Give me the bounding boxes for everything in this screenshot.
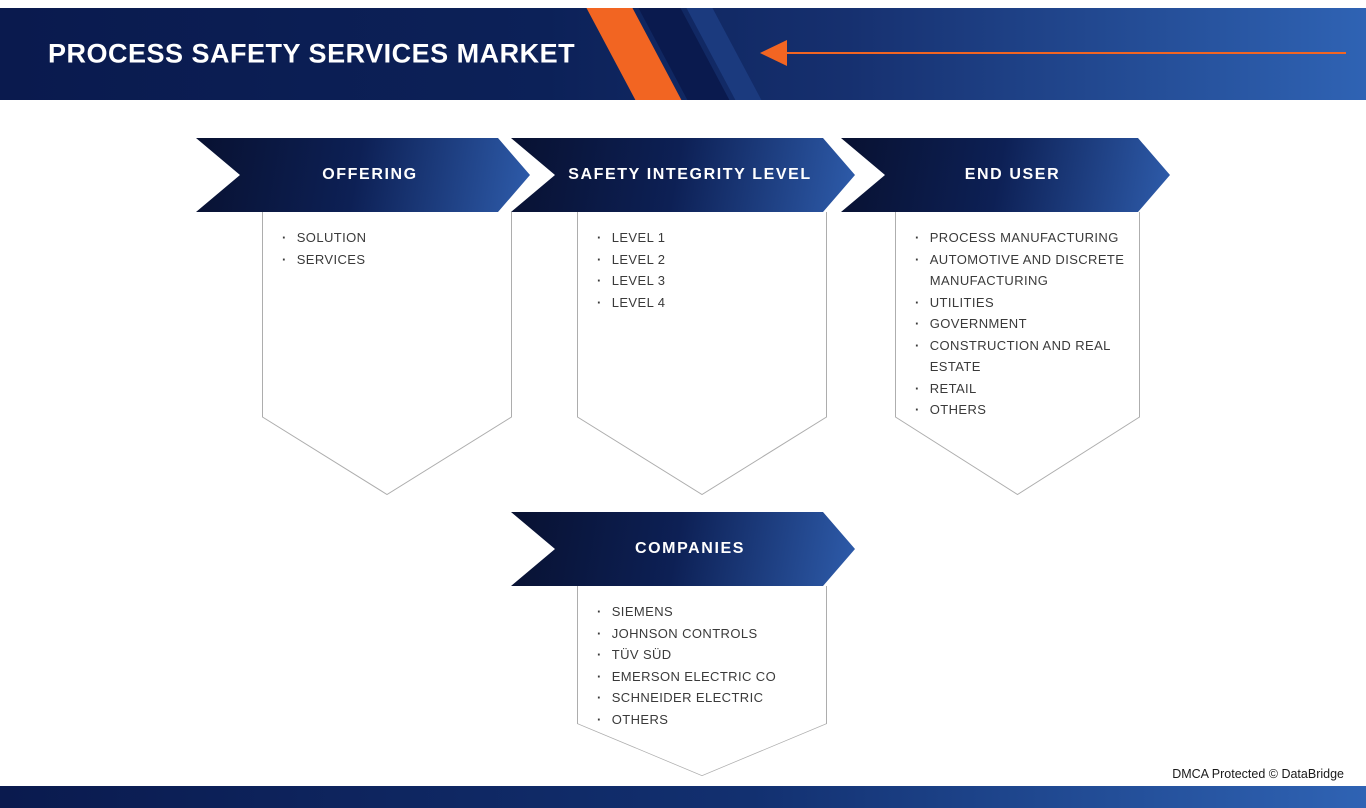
list-item: · EMERSON ELECTRIC CO <box>597 666 815 688</box>
end-user-ribbon: END USER <box>841 138 1170 212</box>
list-item-label: SIEMENS <box>611 604 674 619</box>
list-item: · AUTOMOTIVE AND DISCRETE MANUFACTURING <box>915 249 1128 292</box>
safety-integrity-level-items: · LEVEL 1 · LEVEL 2 · LEVEL 3 · LEVEL 4 <box>577 212 827 313</box>
list-item-label: RETAIL <box>929 380 977 396</box>
list-item-label: GOVERNMENT <box>929 316 1027 331</box>
companies-items: · SIEMENS · JOHNSON CONTROLS · TÜV SÜD · EMERSO… <box>577 586 827 730</box>
safety-integrity-level-listbox: · LEVEL 1 · LEVEL 2 · LEVEL 3 · LEVEL 4 <box>577 212 827 495</box>
list-item: · CONSTRUCTION AND REAL ESTATE <box>915 335 1128 378</box>
list-item: · JOHNSON CONTROLS <box>597 623 815 645</box>
list-item: · LEVEL 3 <box>597 270 815 292</box>
pentagon-outline-icon <box>577 586 827 776</box>
list-item: · SIEMENS <box>597 601 815 623</box>
list-item-label: EMERSON ELECTRIC CO <box>611 668 777 684</box>
list-item: · SERVICES <box>282 249 500 271</box>
bullet-icon: · <box>597 711 602 727</box>
end-user-items: · PROCESS MANUFACTURING · AUTOMOTIVE AND DI… <box>895 212 1140 421</box>
bullet-icon: · <box>915 230 920 245</box>
page-title: PROCESS SAFETY SERVICES MARKET <box>48 38 576 69</box>
left-arrow-icon <box>760 40 787 66</box>
list-item-label: OTHERS <box>611 711 669 727</box>
safety-integrity-level-ribbon: SAFETY INTEGRITY LEVEL <box>511 138 855 212</box>
section-title: END USER <box>964 166 1061 183</box>
list-item-label: SOLUTION <box>296 230 367 245</box>
bullet-icon: · <box>282 251 287 267</box>
offering-ribbon: OFFERING <box>196 138 530 212</box>
offering-listbox: · SOLUTION · SERVICES <box>262 212 512 495</box>
bullet-icon: · <box>915 316 920 331</box>
bullet-icon: · <box>915 402 920 417</box>
list-item-label: PROCESS MANUFACTURING <box>929 230 1119 245</box>
list-item: · OTHERS <box>597 709 815 731</box>
list-item: · LEVEL 2 <box>597 249 815 271</box>
arrow-line-icon <box>787 52 1346 54</box>
list-item-label: SERVICES <box>296 251 366 267</box>
list-item-label: LEVEL 4 <box>611 294 666 310</box>
list-item-label: JOHNSON CONTROLS <box>611 625 758 641</box>
bullet-icon: · <box>597 251 602 267</box>
offering-items: · SOLUTION · SERVICES <box>262 212 512 270</box>
bullet-icon: · <box>282 230 287 245</box>
list-item: · LEVEL 4 <box>597 292 815 314</box>
bullet-icon: · <box>915 380 920 396</box>
bullet-icon: · <box>597 294 602 310</box>
footer-bar <box>0 786 1366 808</box>
bullet-icon: · <box>597 604 602 619</box>
list-item-label: LEVEL 2 <box>611 251 666 267</box>
list-item: · GOVERNMENT <box>915 313 1128 335</box>
pentagon-outline-icon <box>262 212 512 495</box>
bullet-icon: · <box>915 294 920 310</box>
list-item: · UTILITIES <box>915 292 1128 314</box>
pentagon-outline-icon <box>895 212 1140 495</box>
list-item: · PROCESS MANUFACTURING <box>915 227 1128 249</box>
bullet-icon: · <box>597 668 602 684</box>
list-item: · OTHERS <box>915 399 1128 421</box>
list-item-label: LEVEL 1 <box>611 230 666 245</box>
bullet-icon: · <box>915 251 920 267</box>
section-title: COMPANIES <box>634 540 746 557</box>
end-user-listbox: · PROCESS MANUFACTURING · AUTOMOTIVE AND DI… <box>895 212 1140 495</box>
bullet-icon: · <box>597 230 602 245</box>
list-item-label: AUTOMOTIVE AND DISCRETE MANUFACTURING <box>929 251 1125 289</box>
list-item-label: LEVEL 3 <box>611 273 666 288</box>
bullet-icon: · <box>915 337 920 353</box>
companies-listbox: · SIEMENS · JOHNSON CONTROLS · TÜV SÜD · EMERSO… <box>577 586 827 776</box>
companies-ribbon: COMPANIES <box>511 512 855 586</box>
list-item-label: TÜV SÜD <box>611 647 672 662</box>
list-item-label: UTILITIES <box>929 294 995 310</box>
bullet-icon: · <box>597 690 602 705</box>
list-item: · RETAIL <box>915 378 1128 400</box>
list-item-label: SCHNEIDER ELECTRIC <box>611 690 764 705</box>
bullet-icon: · <box>597 273 602 288</box>
list-item: · LEVEL 1 <box>597 227 815 249</box>
section-title: OFFERING <box>322 166 418 183</box>
section-title: SAFETY INTEGRITY LEVEL <box>568 166 812 183</box>
list-item: · TÜV SÜD <box>597 644 815 666</box>
list-item-label: CONSTRUCTION AND REAL ESTATE <box>929 337 1111 375</box>
dmca-notice: DMCA Protected © DataBridge <box>1172 767 1344 781</box>
list-item: · SCHNEIDER ELECTRIC <box>597 687 815 709</box>
bullet-icon: · <box>597 625 602 641</box>
list-item: · SOLUTION <box>282 227 500 249</box>
list-item-label: OTHERS <box>929 402 987 417</box>
bullet-icon: · <box>597 647 602 662</box>
pentagon-outline-icon <box>577 212 827 495</box>
header-banner: PROCESS SAFETY SERVICES MARKET <box>0 8 1366 100</box>
